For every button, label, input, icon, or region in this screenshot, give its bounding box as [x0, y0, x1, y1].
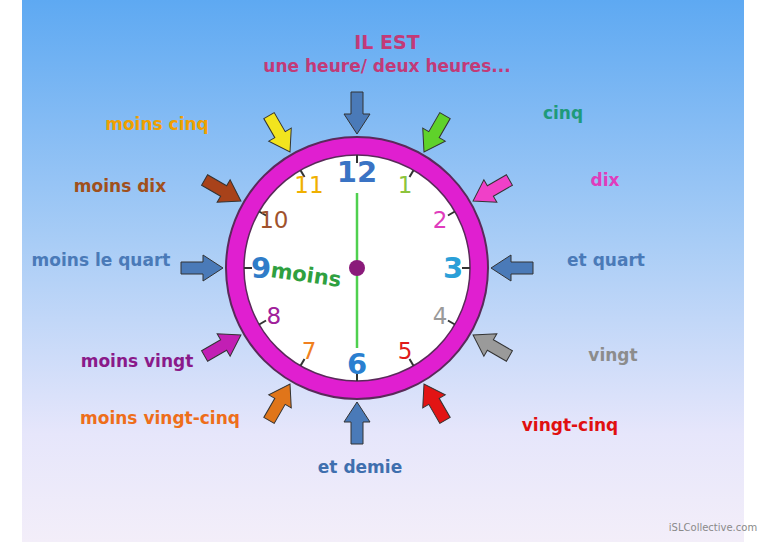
clock-number: 4: [433, 303, 448, 329]
time-label: et demie: [318, 457, 402, 477]
time-label: moins dix: [74, 176, 166, 196]
clock-number: 9: [251, 251, 271, 285]
clock-number: 7: [302, 338, 317, 364]
time-arrow: [344, 92, 370, 134]
time-arrow: [413, 378, 457, 427]
clock-number: 2: [433, 207, 448, 233]
clock-number: 3: [443, 251, 463, 285]
time-arrow: [413, 109, 457, 158]
time-label: moins vingt: [81, 351, 194, 371]
time-arrow: [258, 109, 302, 158]
time-arrow: [181, 255, 223, 281]
title: IL EST: [354, 31, 419, 53]
clock-number: 12: [337, 155, 377, 189]
clock-number: 1: [398, 172, 413, 198]
time-arrow: [198, 324, 247, 368]
watermark: iSLCollective.com: [669, 522, 757, 533]
clock-face: 121234567891011moins: [224, 135, 490, 401]
time-label: moins vingt-cinq: [80, 408, 240, 428]
time-label: moins le quart: [32, 250, 171, 270]
time-label: et quart: [567, 250, 645, 270]
clock-number: 8: [267, 303, 282, 329]
clock-number: 6: [347, 347, 367, 381]
time-label: vingt: [588, 345, 637, 365]
time-label: dix: [591, 170, 620, 190]
time-arrow: [198, 169, 247, 213]
time-arrow: [491, 255, 533, 281]
time-arrow: [467, 324, 516, 368]
time-arrow: [344, 402, 370, 444]
time-label: vingt-cinq: [522, 415, 619, 435]
time-label: cinq: [543, 103, 583, 123]
time-arrow: [258, 378, 302, 427]
time-label: moins cinq: [105, 114, 209, 134]
clock-number: 11: [294, 172, 323, 198]
clock-number: 10: [259, 207, 288, 233]
subtitle: une heure/ deux heures...: [263, 56, 510, 76]
time-arrow: [467, 169, 516, 213]
clock-number: 5: [398, 338, 413, 364]
